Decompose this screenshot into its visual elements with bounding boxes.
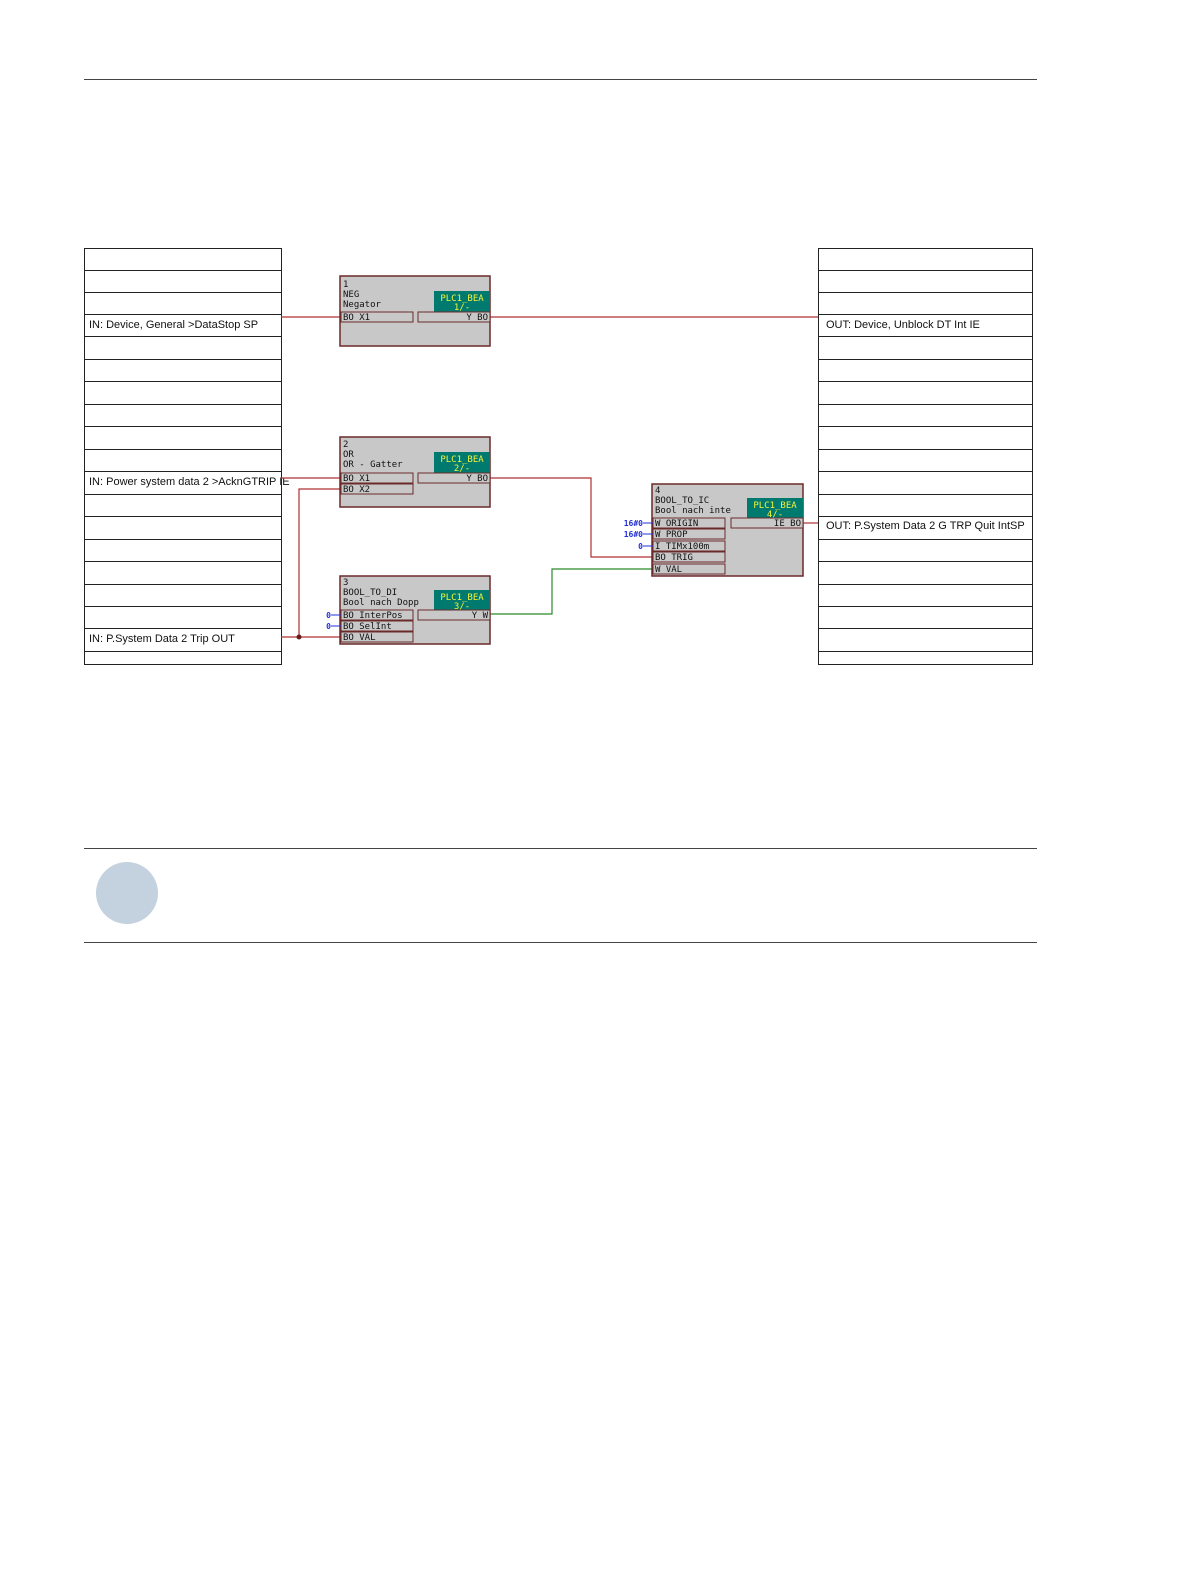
note-top-rule: [84, 848, 1037, 849]
pin-label: W ORIGIN: [655, 519, 698, 529]
pin-label: BO SelInt: [343, 622, 392, 632]
block-type: BOOL_TO_DI: [343, 588, 397, 598]
block-number: 4: [655, 486, 660, 496]
top-rule: [84, 79, 1037, 80]
block-type: OR: [343, 450, 354, 460]
badge-seq: 4/-: [767, 510, 783, 520]
input-label-datastop: IN: Device, General >DataStop SP: [89, 319, 258, 331]
pin-label: Y BO: [466, 313, 488, 323]
output-label-trp-quit: OUT: P.System Data 2 G TRP Quit IntSP: [826, 520, 1025, 532]
block-desc: OR - Gatter: [343, 460, 403, 470]
block-or[interactable]: 2 OR OR - Gatter PLC1_BEA 2/- BO X1 BO X…: [339, 436, 491, 508]
pin-label: BO TRIG: [655, 553, 693, 563]
block-output-pin[interactable]: [730, 517, 804, 529]
wire-di-to-val: [490, 568, 653, 615]
block-type: BOOL_TO_IC: [655, 496, 709, 506]
block-number: 3: [343, 578, 348, 588]
block-neg[interactable]: 1 NEG Negator PLC1_BEA 1/- BO X1 Y BO: [339, 275, 491, 347]
wire-junction: [296, 634, 302, 640]
block-desc: Negator: [343, 300, 382, 310]
pin-label: BO X2: [343, 485, 370, 495]
pin-label: IE BO: [774, 519, 801, 529]
note-bottom-rule: [84, 942, 1037, 943]
badge-seq: 2/-: [454, 464, 470, 474]
badge-name: PLC1_BEA: [440, 593, 484, 603]
block-input-pin[interactable]: [652, 563, 726, 575]
block-output-pin[interactable]: [417, 472, 491, 484]
pin-label: W VAL: [655, 565, 682, 575]
pin-label: W PROP: [655, 530, 688, 540]
block-badge: [434, 291, 490, 312]
input-column: IN: Device, General >DataStop SP IN: Pow…: [84, 248, 290, 665]
block-input-pin[interactable]: [340, 631, 414, 643]
badge-name: PLC1_BEA: [440, 294, 484, 304]
pin-label: Y BO: [466, 474, 488, 484]
pin-label: BO InterPos: [343, 611, 403, 621]
block-badge: [747, 498, 803, 519]
output-label-unblock: OUT: Device, Unblock DT Int IE: [826, 319, 980, 331]
block-bool-to-di[interactable]: 3 BOOL_TO_DI Bool nach Dopp PLC1_BEA 3/-…: [326, 575, 491, 645]
block-desc: Bool nach inte: [655, 506, 731, 516]
const-tim: 0: [638, 542, 643, 551]
block-type: NEG: [343, 290, 359, 300]
pin-label: I TIMx100m: [655, 542, 709, 552]
const-interpos: 0: [326, 611, 331, 620]
badge-seq: 3/-: [454, 602, 470, 612]
const-prop: 16#0: [624, 530, 643, 539]
block-output-pin[interactable]: [417, 311, 491, 323]
block-badge: [434, 590, 490, 611]
input-label-trip-out: IN: P.System Data 2 Trip OUT: [89, 633, 235, 645]
block-badge: [434, 452, 490, 473]
const-origin: 16#0: [624, 519, 643, 528]
block-number: 1: [343, 280, 348, 290]
note-icon: [96, 862, 158, 924]
block-input-pin[interactable]: [340, 311, 414, 323]
badge-name: PLC1_BEA: [440, 455, 484, 465]
block-input-pin[interactable]: [652, 551, 726, 563]
block-output-pin[interactable]: [417, 609, 491, 621]
output-column: OUT: Device, Unblock DT Int IE OUT: P.Sy…: [818, 248, 1033, 665]
badge-seq: 1/-: [454, 303, 470, 313]
badge-name: PLC1_BEA: [753, 501, 797, 511]
const-selint: 0: [326, 622, 331, 631]
pin-label: BO VAL: [343, 633, 376, 643]
pin-label: BO X1: [343, 474, 370, 484]
wire-or-to-trig: [490, 477, 653, 558]
block-desc: Bool nach Dopp: [343, 598, 419, 608]
block-bool-to-ic[interactable]: 4 BOOL_TO_IC Bool nach inte PLC1_BEA 4/-…: [624, 483, 804, 577]
input-label-ackngtrip: IN: Power system data 2 >AcknGTRIP IE: [89, 476, 290, 488]
pin-label: BO X1: [343, 313, 370, 323]
pin-label: Y W: [472, 611, 489, 621]
block-number: 2: [343, 440, 348, 450]
wire-trip-out-to-or-x2: [298, 488, 341, 637]
block-input-pin[interactable]: [340, 472, 414, 484]
block-input-pin[interactable]: [340, 483, 414, 495]
